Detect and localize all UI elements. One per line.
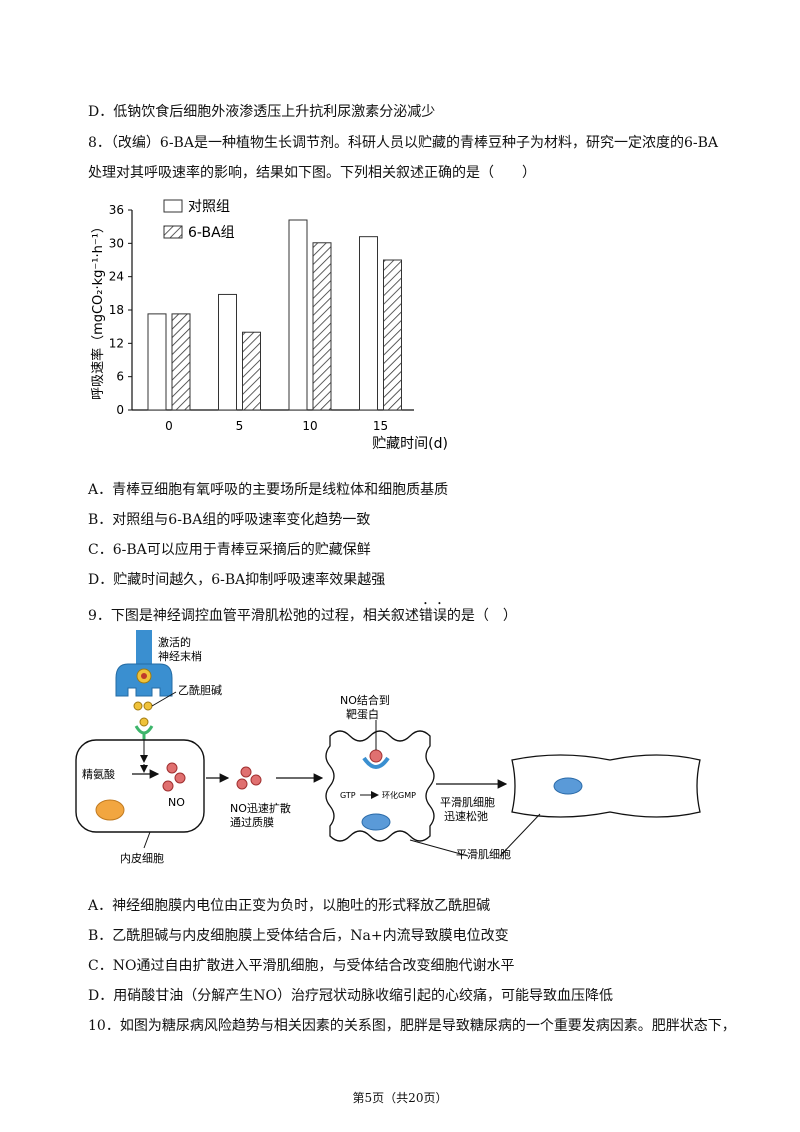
nucleus [361,813,391,831]
bar-6ba [242,331,261,411]
legend-swatch [163,225,183,239]
no-molecule [250,774,262,786]
y-tick-label: 18 [109,303,124,317]
label-gtp: GTP [340,791,356,800]
q9-stem-before: 9．下图是神经调控血管平滑肌松弛的过程，相关叙述 [88,608,419,624]
legend-label: 对照组 [188,199,230,215]
no-molecule [369,749,383,763]
label-relax-2: 迅速松弛 [444,809,488,823]
q8-option-b: B．对照组与6-BA组的呼吸速率变化趋势一致 [88,512,371,528]
y-axis-label: 呼吸速率（mgCO₂·kg⁻¹·h⁻¹） [90,220,106,400]
q9-option-d: D．用硝酸甘油（分解产生NO）治疗冠状动脉收缩引起的心绞痛，可能导致血压降低 [88,988,613,1004]
no-molecule [166,762,178,774]
label-smooth-muscle: 平滑肌细胞 [456,848,511,861]
ach-receptor [134,725,154,735]
label-arginine: 精氨酸 [82,767,115,781]
q10-stem: 10．如图为糖尿病风险趋势与相关因素的关系图，肥胖是导致糖尿病的一个重要发病因素… [88,1018,736,1034]
endothelial-cell [75,739,205,833]
no-molecule [236,778,248,790]
q7-option-d: D．低钠饮食后细胞外液渗透压上升抗利尿激素分泌减少 [88,104,436,120]
smooth-muscle-cell-contracted [325,730,435,842]
bar-control [218,293,237,411]
respiration-bar-chart: 呼吸速率（mgCO₂·kg⁻¹·h⁻¹） 0 6 12 18 24 30 36 0 5 10 15 贮… [90,199,448,452]
label-cgmp: 环化GMP [382,790,416,800]
q9-option-c: C．NO通过自由扩散进入平滑肌细胞，与受体结合改变细胞代谢水平 [88,958,515,974]
bar-control [288,219,308,411]
y-tick-label: 12 [109,336,124,350]
q9-stem: 9．下图是神经调控血管平滑肌松弛的过程，相关叙述错误的是（ ） [88,600,517,626]
y-tick-label: 0 [116,403,124,417]
bar-control [147,313,167,411]
label-activated-1: 激活的 [158,635,191,649]
label-activated-2: 神经末梢 [158,649,202,663]
label-acetylcholine: 乙酰胆碱 [178,683,222,697]
bar-6ba [383,259,402,411]
no-molecule [174,772,186,784]
q8-stem: 8．（改编）6-BA是一种植物生长调节剂。科研人员以贮藏的青棒豆种子为材料，研究… [88,135,718,181]
x-axis-label: 贮藏时间(d) [372,436,448,452]
label-endothelial: 内皮细胞 [120,851,164,865]
x-tick-label: 15 [373,419,388,433]
ach-molecule [143,701,153,711]
bar-6ba [171,313,191,411]
no-molecule [240,766,252,778]
y-tick-label: 24 [109,270,124,284]
q8-option-d: D．贮藏时间越久，6-BA抑制呼吸速率效果越强 [88,572,386,588]
bar-control [359,236,378,411]
nerve-smooth-muscle-diagram: 激活的 神经末梢 乙酰胆碱 精氨酸 NO 内皮细胞 NO迅速扩散 通过质膜 NO… [75,630,701,865]
y-tick-label: 36 [109,203,124,217]
y-tick-label: 30 [109,236,124,250]
q9-stem-after: 的是（ ） [446,608,517,624]
no-molecule [162,780,174,792]
nerve-terminal [115,630,173,697]
q9-stem-emphasis: 错误 [418,608,447,624]
ach-molecule [133,701,143,711]
label-no-diffuse-1: NO迅速扩散 [230,801,291,815]
y-tick-label: 6 [116,370,124,384]
legend-swatch [163,199,183,213]
q9-option-b: B．乙酰胆碱与内皮细胞膜上受体结合后，Na+内流导致膜电位改变 [88,928,509,944]
target-protein [362,756,390,769]
nucleus [95,799,125,821]
x-tick-label: 10 [302,419,317,433]
q8-option-a: A．青棒豆细胞有氧呼吸的主要场所是线粒体和细胞质基质 [88,482,449,498]
label-no-target-1: NO结合到 [340,693,390,707]
legend-label: 6-BA组 [188,225,235,241]
q8-option-c: C．6-BA可以应用于青棒豆采摘后的贮藏保鲜 [88,542,371,558]
bar-6ba [312,242,332,411]
page-footer: 第5页（共20页） [352,1091,448,1105]
label-no-target-2: 靶蛋白 [346,707,379,721]
q9-option-a: A．神经细胞膜内电位由正变为负时，以胞吐的形式释放乙酰胆碱 [88,898,491,914]
ach-molecule [139,717,149,727]
smooth-muscle-cell-relaxed [511,754,701,818]
label-relax-1: 平滑肌细胞 [440,796,495,809]
x-tick-label: 0 [165,419,173,433]
label-no-diffuse-2: 通过质膜 [230,816,274,829]
nucleus [553,777,583,795]
x-tick-label: 5 [236,419,244,433]
label-no: NO [168,796,185,809]
